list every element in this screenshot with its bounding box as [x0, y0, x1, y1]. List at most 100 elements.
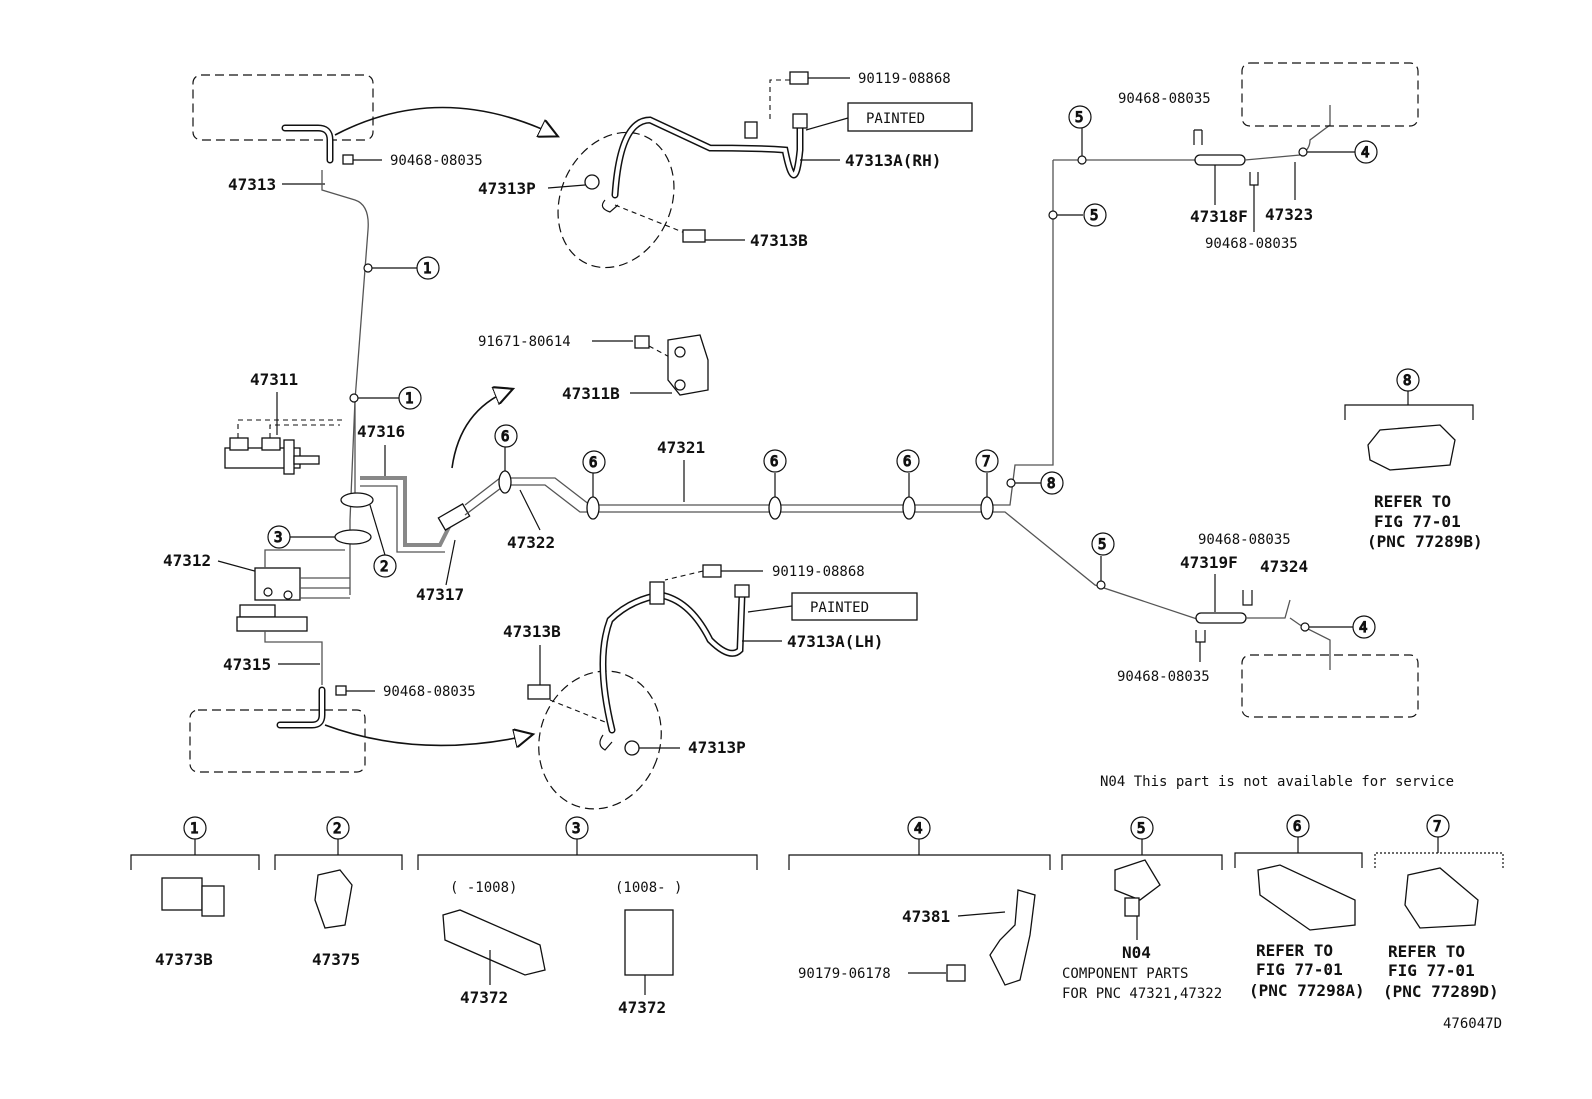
svg-text:2: 2	[380, 559, 388, 575]
clamp-7-illustration	[1404, 867, 1479, 929]
label-90468-bottom-right-1: 90468-08035	[1198, 532, 1291, 548]
legend-1: 1 47373B	[130, 816, 260, 969]
clip-90468-tr2	[1249, 172, 1259, 186]
note-n04: N04 This part is not available for servi…	[1100, 774, 1454, 790]
svg-text:6: 6	[501, 429, 509, 445]
svg-text:2: 2	[333, 821, 341, 837]
union-47317: 47317	[416, 503, 471, 604]
label-47313B-bottom: 47313B	[503, 622, 561, 641]
svg-text:8: 8	[1047, 476, 1055, 492]
callout-5-rh-b: 5	[1083, 203, 1107, 227]
label-47312: 47312	[163, 551, 211, 570]
legend-7-line3: (PNC 77289D)	[1383, 982, 1499, 1001]
label-90468-top-right-1: 90468-08035	[1118, 91, 1211, 107]
callout-2-main: 2	[373, 554, 397, 578]
label-47313: 47313	[228, 175, 276, 194]
clamp-6-c	[768, 496, 782, 520]
svg-text:1: 1	[423, 261, 431, 277]
legend-6-line2: FIG 77-01	[1256, 960, 1343, 979]
callout-6-d: 6	[896, 449, 920, 473]
label-90468-top-left: 90468-08035	[390, 153, 483, 169]
label-47313A-RH: 47313A(RH)	[845, 151, 941, 170]
callout-4-rh: 4	[1354, 140, 1378, 164]
legend-4: 4 47381 90179-06178	[788, 816, 1051, 986]
rh-hose-bracket	[744, 121, 758, 139]
clamp-6-d	[902, 496, 916, 520]
valve-47312: 47312	[163, 549, 350, 632]
lh-hose-detail: 90119-08868 PAINTED 47313A(LH) 47313B 47…	[503, 564, 918, 810]
refer-8-line2: FIG 77-01	[1374, 512, 1461, 531]
legend-2: 2 47375	[274, 816, 403, 969]
clamp-7	[980, 496, 994, 520]
callout-1-lower: 1	[398, 386, 422, 410]
clip-90468-br2	[1195, 630, 1206, 643]
svg-text:6: 6	[770, 454, 778, 470]
clamp-6-b	[586, 496, 600, 520]
legend-6-line3: (PNC 77298A)	[1249, 981, 1365, 1000]
figure-id: 476047D	[1443, 1016, 1502, 1032]
arrow-to-bracket	[451, 390, 510, 469]
svg-text:7: 7	[982, 454, 990, 470]
legend-7: 7 REFER TO FIG 77-01 (PNC 77289D)	[1374, 814, 1504, 1001]
master-cylinder-47311: 47311	[224, 370, 345, 475]
clamp-47372-b-illustration	[624, 909, 674, 976]
lh-hose-detail-outline	[538, 670, 662, 810]
callout-8-main: 8	[1040, 471, 1064, 495]
svg-text:1: 1	[405, 391, 413, 407]
legend-7-line1: REFER TO	[1388, 942, 1465, 961]
clip-90468-br1	[1242, 590, 1253, 606]
svg-text:8: 8	[1403, 373, 1411, 389]
clamp-3	[334, 529, 372, 545]
hose-47319F	[1195, 612, 1247, 624]
label-90119-bottom: 90119-08868	[772, 564, 865, 580]
painted-label-rh: PAINTED	[866, 111, 925, 127]
rear-rh-box	[1241, 62, 1419, 127]
clamp-2	[340, 492, 374, 508]
svg-text:4: 4	[1359, 620, 1367, 636]
label-90468-bottom-left: 90468-08035	[383, 684, 476, 700]
svg-text:3: 3	[274, 530, 282, 546]
clip-90468-top-left	[342, 154, 354, 165]
label-90119-top: 90119-08868	[858, 71, 951, 87]
label-47318F: 47318F	[1190, 207, 1248, 226]
label-47313A-LH: 47313A(LH)	[787, 632, 883, 651]
hose-47313A-LH	[599, 591, 746, 734]
clamp-47375-illustration	[314, 869, 353, 929]
lh-hose-fitting	[734, 584, 750, 598]
lh-hose-bracket	[649, 581, 665, 605]
svg-text:7: 7	[1433, 819, 1441, 835]
label-47324: 47324	[1260, 557, 1308, 576]
bolt-90119-bottom	[702, 564, 722, 578]
clamp-47373B-illustration	[161, 877, 203, 911]
painted-label-lh: PAINTED	[810, 600, 869, 616]
label-47319F: 47319F	[1180, 553, 1238, 572]
svg-text:5: 5	[1098, 537, 1106, 553]
svg-text:5: 5	[1137, 821, 1145, 837]
legend-6-line1: REFER TO	[1256, 941, 1333, 960]
callout-5-lh: 5	[1091, 532, 1115, 556]
clip-90468-tr1	[1193, 129, 1203, 145]
nut-90179-illustration	[946, 964, 966, 982]
svg-text:6: 6	[903, 454, 911, 470]
rear-pipes: 47322 47321 6 6 6 6 7 8	[464, 160, 1201, 621]
arrow-to-rh-hose	[334, 106, 555, 136]
bolt-47313B-top	[682, 229, 706, 243]
legend-3: 3 ( -1008) (1008- ) 47372 47372	[417, 816, 758, 1017]
hose-47313A-RH	[611, 116, 804, 199]
callout-6-c: 6	[763, 449, 787, 473]
legend-5: 5 N04 COMPONENT PARTS FOR PNC 47321,4732…	[1061, 816, 1223, 1002]
legend-3-range-a: ( -1008)	[450, 880, 517, 896]
callout-4-lh: 4	[1352, 615, 1376, 639]
lh-pipe-elbow	[276, 686, 326, 729]
callout-8-legend: 8 REFER TO FIG 77-01 (PNC 77289B)	[1344, 368, 1483, 551]
label-47313B-top: 47313B	[750, 231, 808, 250]
main-brake-pipes: 1 1	[321, 170, 440, 595]
bracket-47381-illustration	[989, 889, 1036, 986]
washer-47313P-bottom	[624, 740, 640, 756]
svg-text:5: 5	[1075, 110, 1083, 126]
rh-pipe-elbow	[281, 124, 334, 164]
rh-caliper-box	[192, 74, 374, 141]
bolt-91671	[634, 335, 650, 349]
legend-part-47381: 47381	[902, 907, 950, 926]
